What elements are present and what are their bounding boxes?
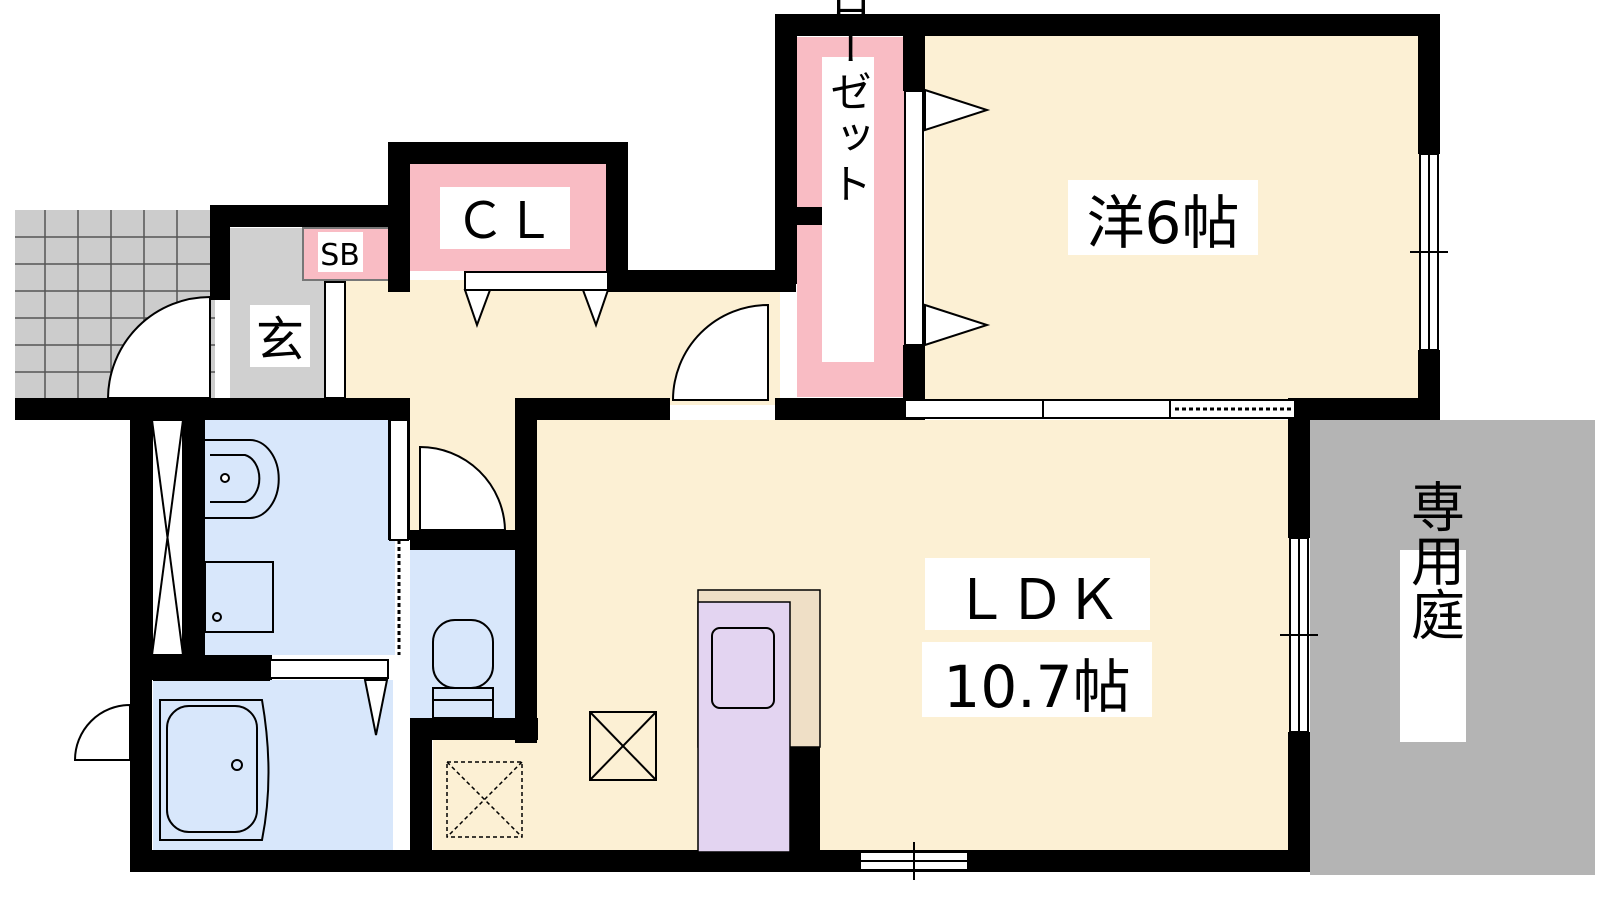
entrance-door[interactable] — [106, 295, 211, 399]
ldk-size-label: 10.7帖 — [943, 653, 1130, 721]
label-shoe-box: SB — [318, 232, 363, 273]
fridge-space — [589, 711, 657, 781]
closet-cl-label: ＣＬ — [455, 192, 555, 250]
closet-vertical-label: クローゼット — [824, 0, 873, 208]
bathroom-floor — [153, 680, 393, 850]
washing-machine — [204, 561, 274, 633]
bathtub — [159, 699, 270, 841]
walls — [15, 14, 1440, 872]
basin — [205, 439, 280, 519]
toilet-door[interactable] — [419, 445, 507, 531]
bath-door[interactable] — [73, 703, 131, 761]
washroom-floor — [205, 420, 395, 655]
ldk-floor — [535, 420, 1300, 852]
hall-door[interactable] — [671, 303, 769, 401]
storage-box — [446, 761, 523, 838]
garden-label: 専用庭 — [1402, 479, 1465, 641]
entrance-label: 玄 — [256, 312, 304, 368]
label-closet-cl: ＣＬ — [440, 187, 570, 250]
kitchen-sink-bowl — [711, 627, 775, 709]
label-closet-vertical: クローゼット — [822, 0, 874, 362]
ldk-label: ＬＤＫ — [953, 568, 1121, 633]
window-ticks — [913, 251, 1448, 880]
label-entrance: 玄 — [250, 305, 310, 368]
fixtures — [151, 419, 657, 841]
shoe-box-label: SB — [320, 238, 360, 273]
label-ldk: ＬＤＫ 10.7帖 — [922, 558, 1152, 721]
doors — [73, 88, 991, 761]
toilet-floor — [410, 550, 518, 720]
western-room-label: 洋6帖 — [1087, 189, 1240, 257]
label-garden: 専用庭 — [1400, 479, 1466, 742]
label-western-room: 洋6帖 — [1068, 180, 1258, 257]
